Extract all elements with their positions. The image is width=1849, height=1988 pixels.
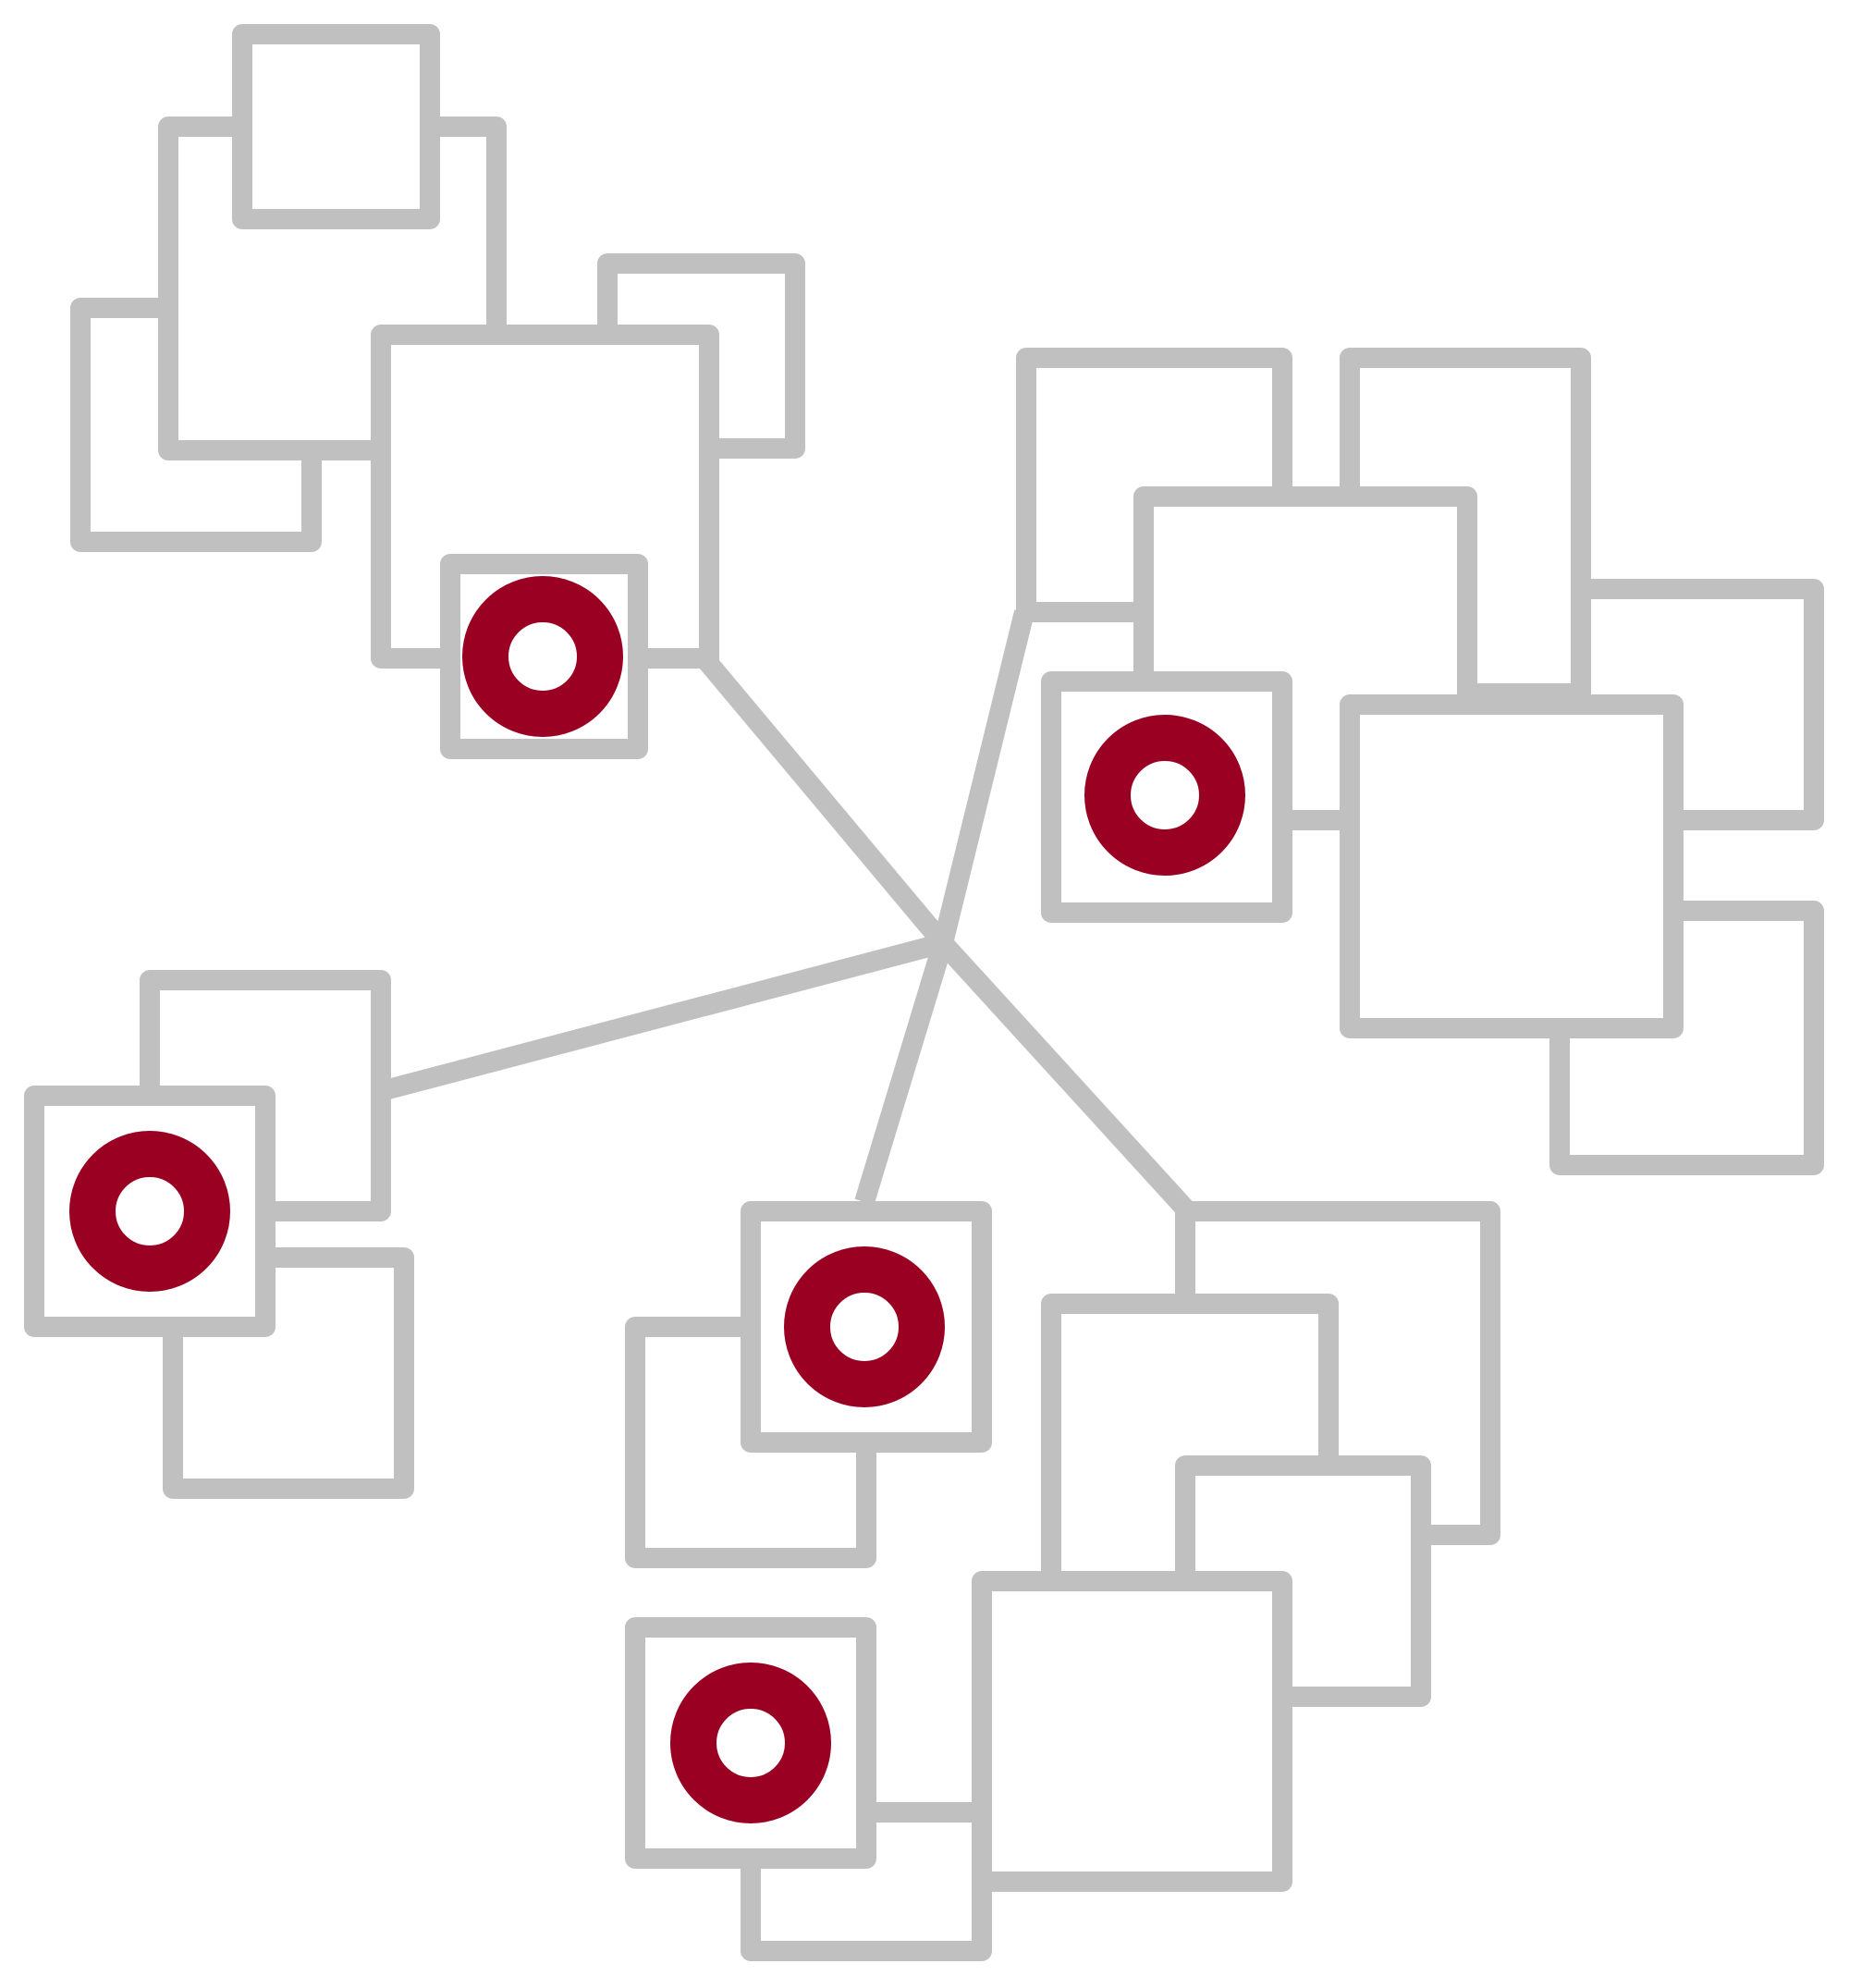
cluster-right bbox=[1016, 348, 1824, 1175]
cluster-bottom-right bbox=[625, 1201, 1500, 1961]
cluster-left bbox=[24, 970, 414, 1499]
box bbox=[972, 1571, 1292, 1892]
cluster-top-left bbox=[70, 24, 805, 759]
spoke-left bbox=[386, 933, 946, 1099]
box bbox=[1340, 694, 1684, 1038]
box bbox=[625, 1617, 876, 1869]
spoke-right bbox=[933, 609, 1035, 946]
box bbox=[24, 1086, 276, 1337]
target-ring-icon bbox=[670, 1663, 831, 1823]
spoke-top-left bbox=[696, 651, 951, 951]
spoke-bottom-center bbox=[854, 939, 953, 1206]
spoke-bottom-right bbox=[935, 936, 1194, 1216]
box bbox=[232, 24, 440, 229]
target-ring-icon bbox=[1084, 715, 1245, 876]
target-ring-icon bbox=[784, 1246, 945, 1407]
target-ring-icon bbox=[69, 1131, 230, 1292]
cluster-bottom-center bbox=[625, 1201, 992, 1568]
target-ring-icon bbox=[462, 576, 623, 737]
box bbox=[371, 325, 719, 669]
spokes bbox=[386, 609, 1194, 1216]
